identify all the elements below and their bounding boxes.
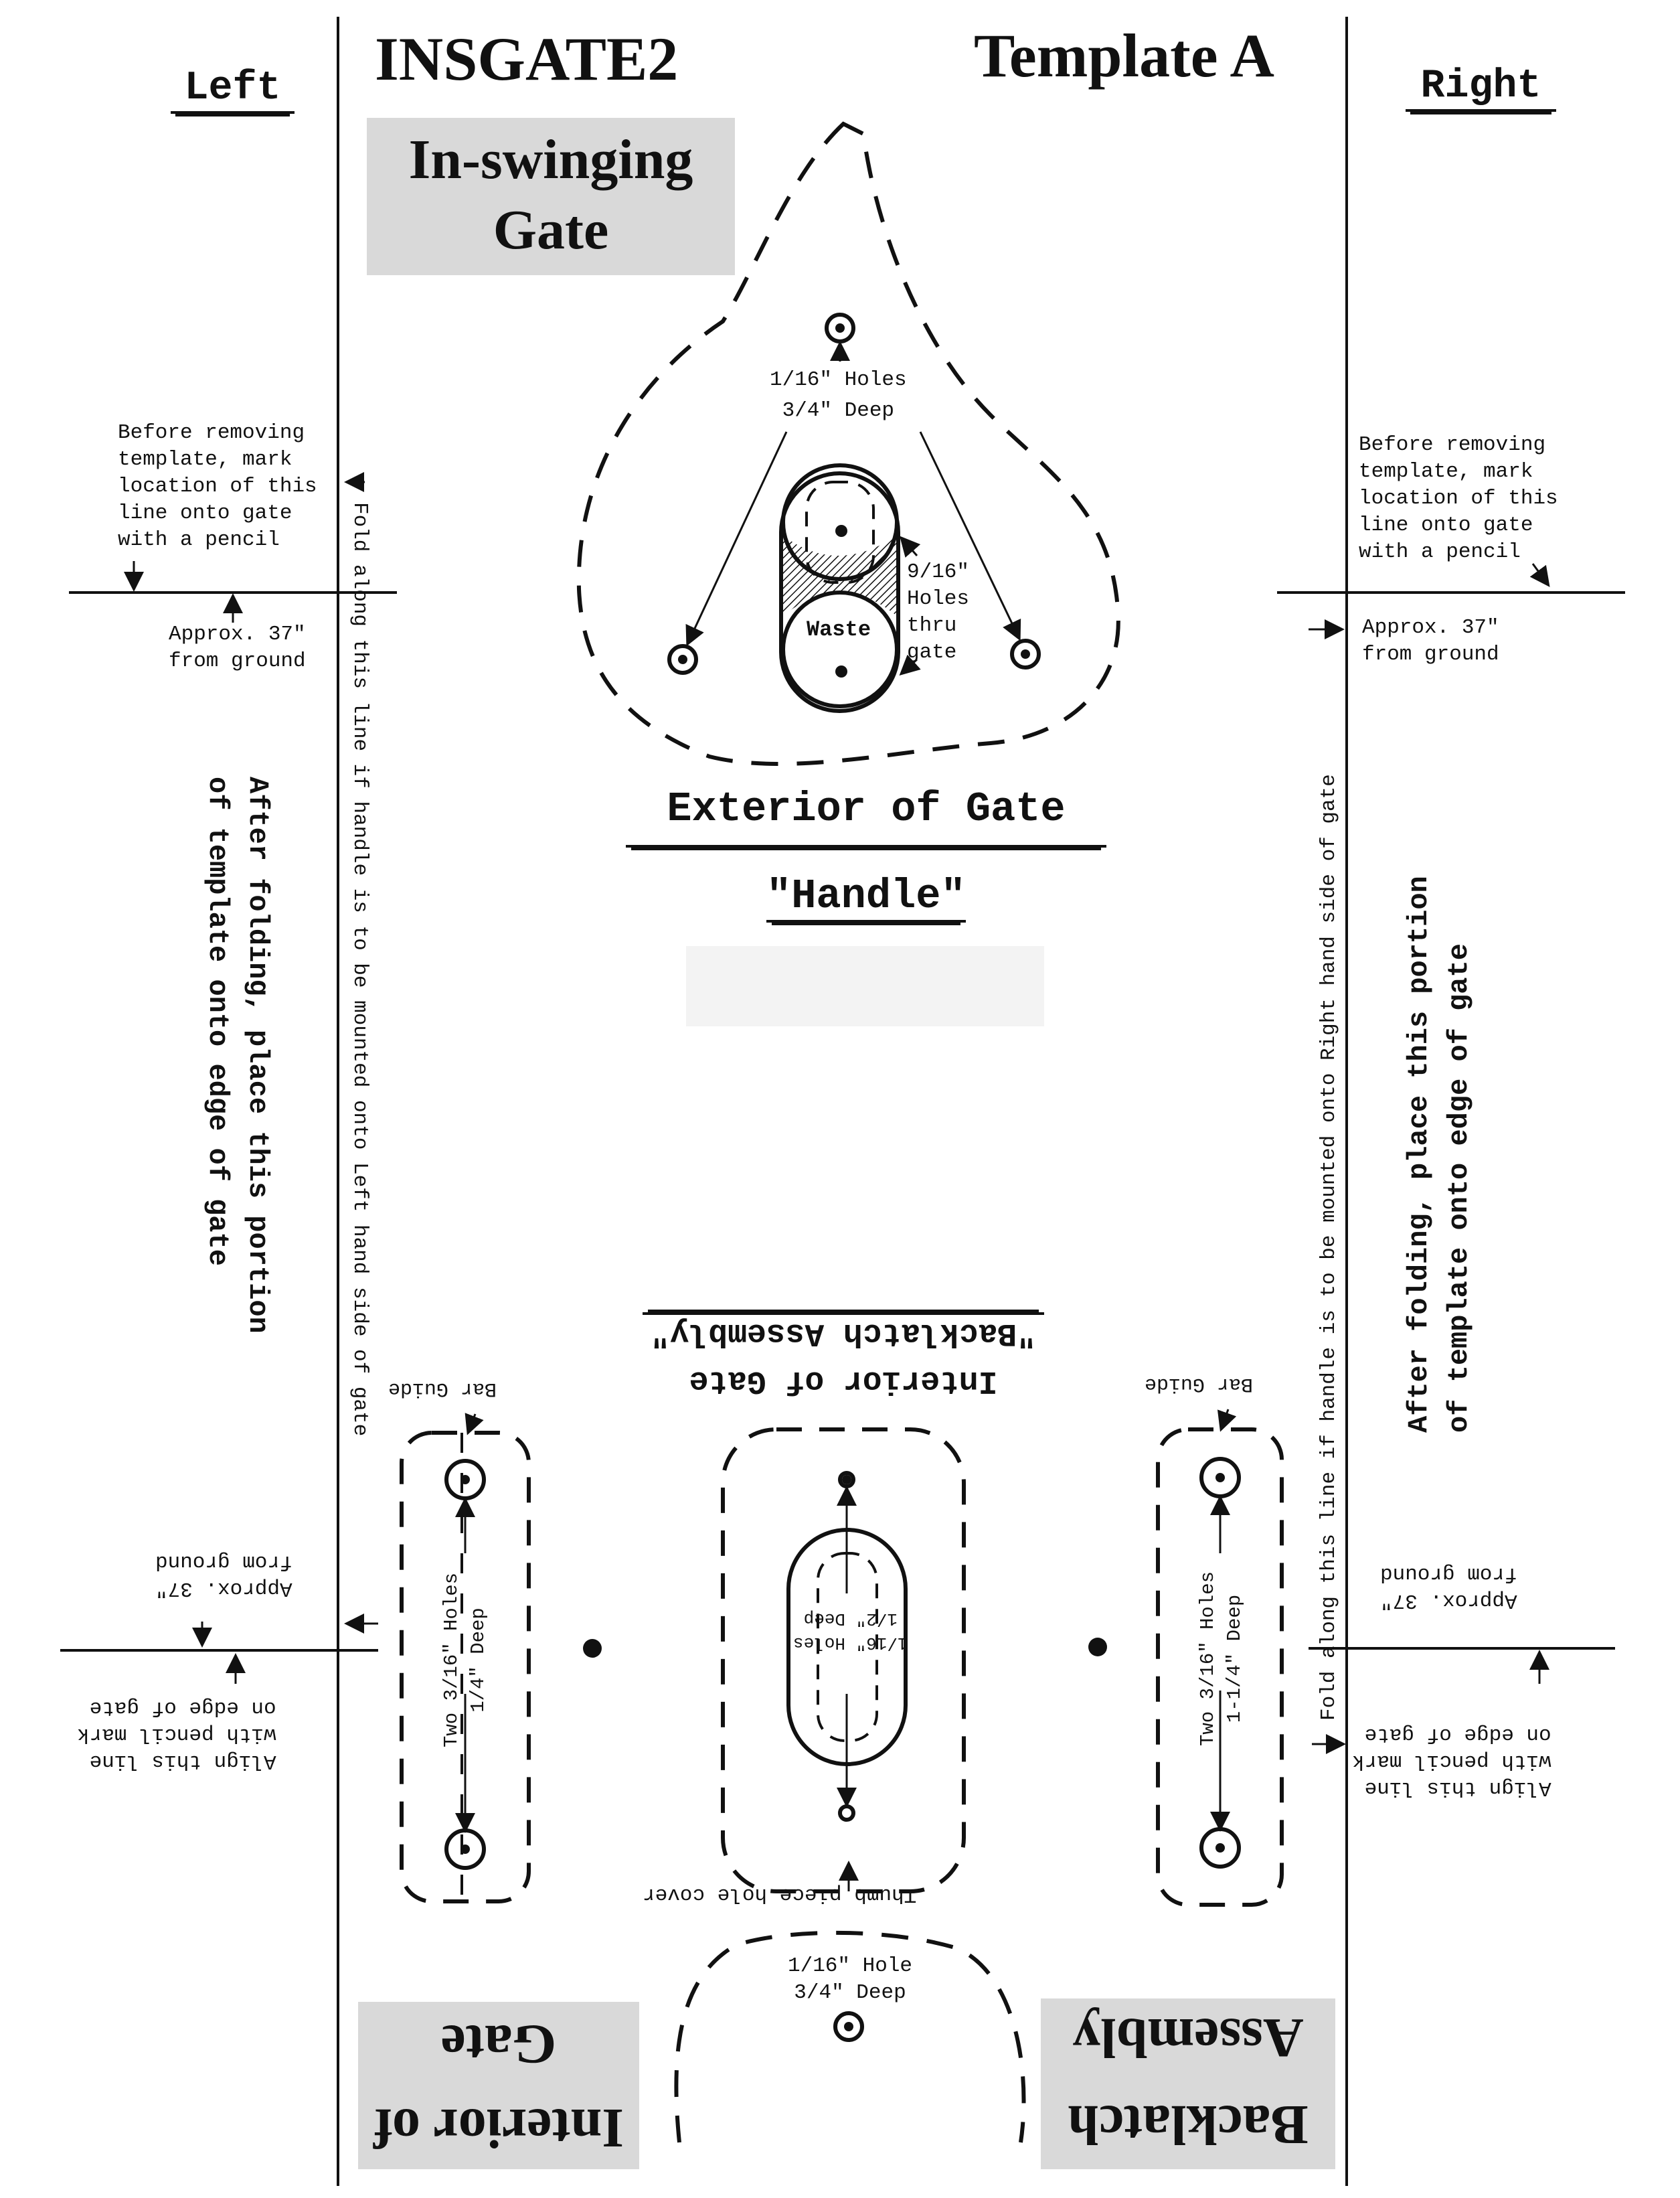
- right-approx-top: Approx. 37" from ground: [1362, 616, 1499, 666]
- left-align-line-bottom: [60, 1649, 378, 1652]
- blank-box: [686, 946, 1044, 1026]
- exterior-section-title: Exterior of Gate: [626, 785, 1106, 848]
- left-mark-note: Before removing template, mark location …: [118, 421, 317, 552]
- left-approx-top: Approx. 37" from ground: [169, 623, 306, 673]
- exterior-holes-label: 1/16" Holes 3/4" Deep: [770, 368, 907, 422]
- template-name: Template A: [974, 21, 1274, 90]
- bottom-hole-label: 1/16" Hole 3/4" Deep: [788, 1954, 913, 2005]
- subtitle-line2: Gate: [493, 199, 609, 261]
- handle-outline: [576, 121, 1120, 766]
- right-label: Right: [1406, 64, 1556, 112]
- exterior-waste-label: Waste: [807, 617, 871, 642]
- left-label: Left: [171, 66, 295, 114]
- left-fold-line: [337, 17, 339, 2186]
- right-mark-line-top: [1277, 591, 1625, 594]
- left-mark-line-top: [69, 591, 397, 594]
- right-mark-note: Before removing template, mark location …: [1359, 433, 1558, 564]
- thumb-cover-outline: [674, 1930, 1026, 2143]
- interior-footer-box: [358, 2002, 639, 2169]
- exterior-thru-label: 9/16" Holes thru gate: [907, 560, 970, 664]
- subtitle-line1: In-swinging: [408, 129, 693, 191]
- subtitle-box: [367, 118, 735, 275]
- right-fold-line: [1345, 17, 1348, 2186]
- backlatch-footer-box: [1041, 1998, 1335, 2169]
- handle-label: "Handle": [766, 872, 966, 923]
- right-align-line-bottom: [1309, 1647, 1615, 1650]
- product-code: INSGATE2: [375, 25, 679, 93]
